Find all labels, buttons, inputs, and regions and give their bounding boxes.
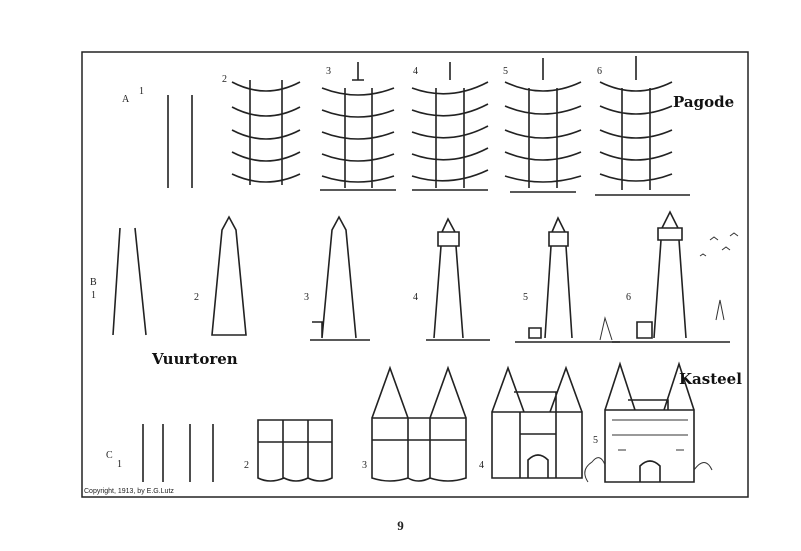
row-a-pagoda: A 1 2 3 4 5 6 Pagode xyxy=(122,56,734,196)
step-label: 4 xyxy=(413,66,418,77)
step-label: 2 xyxy=(222,74,227,85)
step-label: 2 xyxy=(194,292,199,303)
step-label: 1 xyxy=(117,459,122,470)
step-label: 2 xyxy=(244,460,249,471)
step-label: 4 xyxy=(479,460,484,471)
step-label: 3 xyxy=(304,292,309,303)
step-label: 6 xyxy=(597,66,602,77)
row-label-a: A xyxy=(122,94,130,105)
castle-label: Kasteel xyxy=(679,370,742,388)
pagoda-label: Pagode xyxy=(673,93,734,111)
step-label: 3 xyxy=(326,66,331,77)
step-label: 1 xyxy=(91,290,96,301)
step-label: 4 xyxy=(413,292,418,303)
step-label: 3 xyxy=(362,460,367,471)
lighthouse-label: Vuurtoren xyxy=(151,350,238,368)
step-label: 1 xyxy=(139,86,144,97)
row-label-b: B xyxy=(90,277,97,288)
copyright-notice: Copyright, 1913, by E.G.Lutz xyxy=(84,488,174,495)
row-label-c: C xyxy=(106,450,113,461)
row-c-castle: C 1 2 3 4 5 Kasteel xyxy=(106,361,742,483)
illustration-frame xyxy=(81,51,749,498)
page-number: 9 xyxy=(397,518,404,533)
row-b-lighthouse: B 1 2 3 4 5 6 Vuurtoren xyxy=(90,210,739,368)
step-label: 5 xyxy=(593,435,598,446)
step-label: 6 xyxy=(626,292,631,303)
step-label: 5 xyxy=(523,292,528,303)
step-label: 5 xyxy=(503,66,508,77)
